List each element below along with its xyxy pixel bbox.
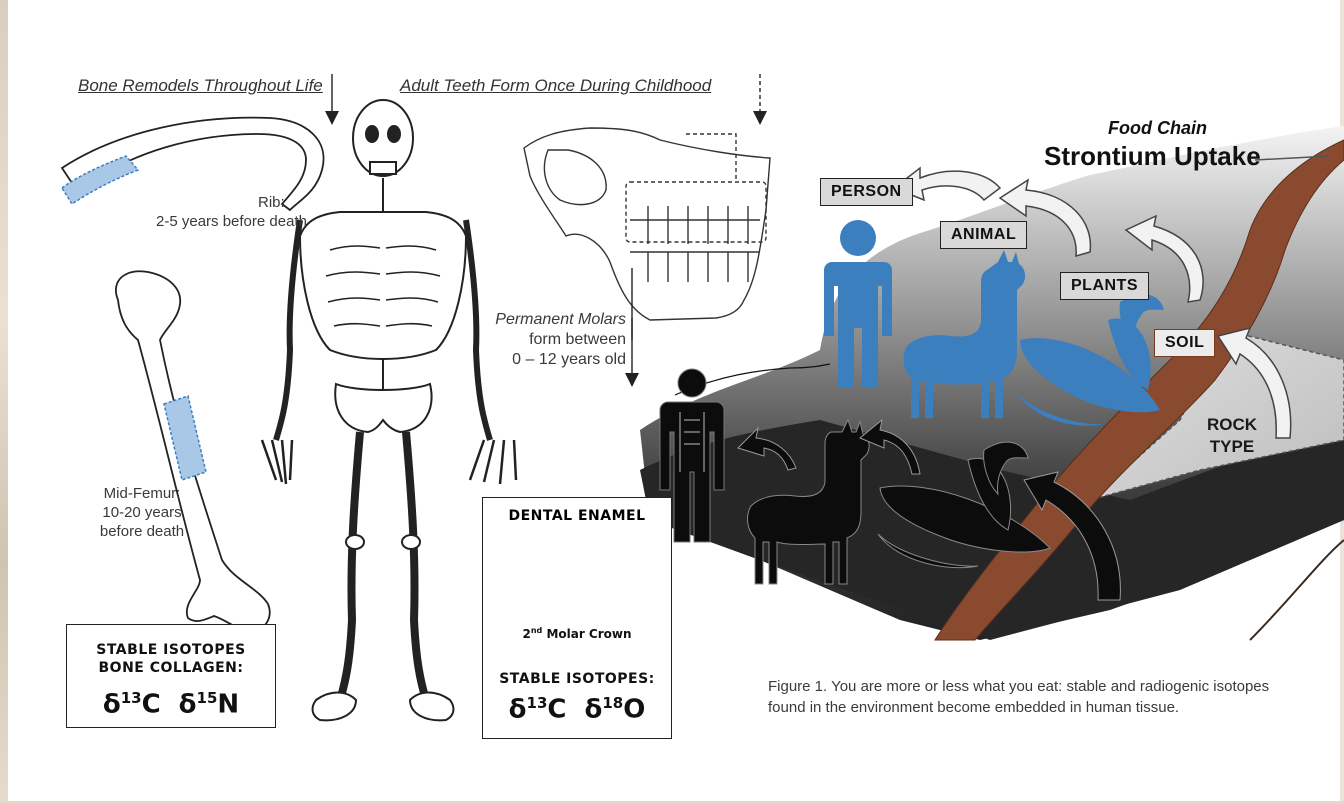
molars-note-line2: form between xyxy=(466,330,626,350)
person-label: PERSON xyxy=(820,178,913,206)
molars-note-title: Permanent Molars xyxy=(466,310,626,330)
iso-mass: 18 xyxy=(602,694,623,712)
femur-note-line3: before death xyxy=(84,522,200,541)
food-chain-title: Strontium Uptake xyxy=(1044,141,1261,172)
bone-box-title1: STABLE ISOTOPES xyxy=(67,641,275,659)
iso-element: C xyxy=(547,695,566,725)
enamel-isotope-box: DENTAL ENAMEL 2nd Molar Crown STABLE ISO… xyxy=(482,497,672,739)
plants-label: PLANTS xyxy=(1060,272,1149,300)
femur-bone-drawing xyxy=(116,271,270,630)
molar-crown-label: 2nd Molar Crown xyxy=(483,626,671,641)
rib-note-title: Rib: xyxy=(258,193,307,212)
iso-mass: 13 xyxy=(527,694,548,712)
iso-element: C xyxy=(142,690,161,720)
molars-note-line3: 0 – 12 years old xyxy=(466,350,626,370)
molar-label-text: Molar Crown xyxy=(546,627,631,641)
femur-note-line2: 10-20 years xyxy=(84,503,200,522)
iso-delta: δ xyxy=(103,690,121,720)
molar-number: 2 xyxy=(522,627,530,641)
femur-note-line1: Mid-Femur: xyxy=(84,484,200,503)
root-line xyxy=(1250,540,1344,640)
iso-delta: δ xyxy=(179,690,197,720)
animal-label: ANIMAL xyxy=(940,221,1027,249)
enamel-box-iso-title: STABLE ISOTOPES: xyxy=(483,670,671,688)
rock-label-line1: ROCK xyxy=(1192,414,1272,436)
bone-box-title2: BONE COLLAGEN: xyxy=(67,659,275,677)
rib-note: Rib: 2-5 years before death xyxy=(206,193,307,231)
figure-caption: Figure 1. You are more or less what you … xyxy=(768,676,1288,718)
rock-type-label: ROCK TYPE xyxy=(1192,414,1272,458)
iso-element: O xyxy=(623,695,645,725)
femur-note: Mid-Femur: 10-20 years before death xyxy=(84,484,200,541)
iso-element: N xyxy=(217,690,239,720)
molars-note: Permanent Molars form between 0 – 12 yea… xyxy=(466,310,626,370)
rib-note-detail: 2-5 years before death xyxy=(156,212,307,231)
heading-bone-remodels: Bone Remodels Throughout Life xyxy=(78,76,323,96)
iso-delta: δ xyxy=(584,695,602,725)
iso-mass: 13 xyxy=(121,689,142,707)
landscape-scene xyxy=(640,126,1344,640)
soil-label: SOIL xyxy=(1154,329,1215,357)
heading-adult-teeth: Adult Teeth Form Once During Childhood xyxy=(400,76,711,96)
iso-mass: 15 xyxy=(197,689,218,707)
food-chain-subtitle: Food Chain xyxy=(1108,118,1207,139)
jaw-teeth-drawing xyxy=(524,128,770,320)
molar-ordinal: nd xyxy=(531,626,542,635)
rock-label-line2: TYPE xyxy=(1192,436,1272,458)
enamel-box-title: DENTAL ENAMEL xyxy=(483,508,671,524)
iso-delta: δ xyxy=(509,695,527,725)
